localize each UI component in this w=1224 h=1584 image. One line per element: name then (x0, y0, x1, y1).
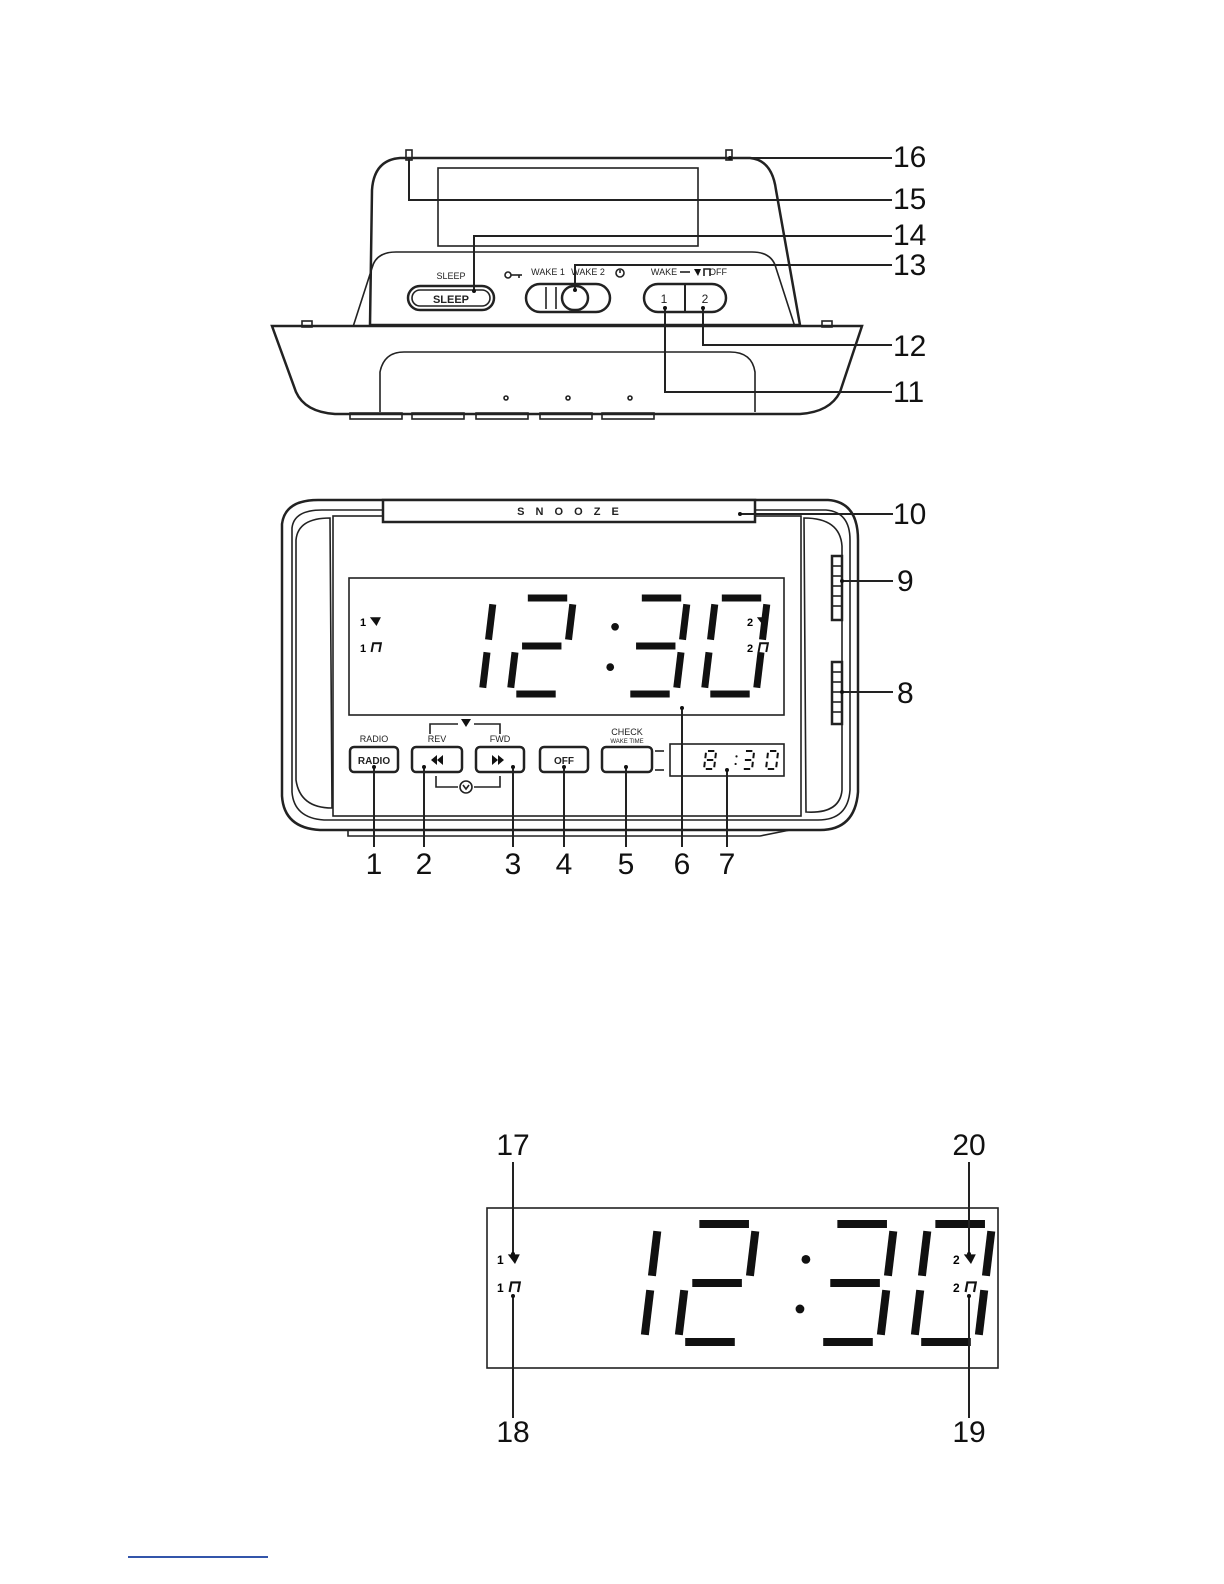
indicator-number: 2 (747, 643, 753, 655)
digit-segment (705, 753, 706, 758)
digit-segment (645, 1290, 650, 1335)
colon-dot (735, 763, 737, 765)
callout-4: 4 (556, 848, 573, 881)
music-note-icon (966, 1282, 976, 1292)
digit-segment (569, 604, 573, 639)
callout-6: 6 (674, 848, 691, 881)
callout-9: 9 (897, 565, 914, 598)
colon-dot (796, 1305, 805, 1314)
callout-18: 18 (496, 1416, 529, 1449)
volume-knob[interactable] (832, 556, 842, 620)
digit-segment (753, 753, 754, 758)
colon-dot (606, 663, 614, 671)
callout-16: 16 (893, 141, 926, 174)
digit-segment (704, 762, 705, 767)
digit-segment (767, 753, 768, 758)
callout-15: 15 (893, 183, 926, 216)
front-view-figure: S N O O Z E 1122 RADIO RADIO REV (282, 498, 926, 881)
digit-segment (679, 1290, 684, 1335)
indicator-number: 1 (497, 1281, 504, 1295)
digit-segment (483, 652, 487, 687)
bell-icon (508, 1254, 520, 1264)
digit-segment (683, 604, 687, 639)
radio-top-label: RADIO (360, 734, 389, 744)
sleep-top-label: SLEEP (436, 271, 465, 281)
digit-segment (714, 762, 715, 767)
detail-indicators: 1 1 2 2 (497, 1253, 976, 1295)
digit-segment (750, 1231, 755, 1276)
callout-8: 8 (897, 677, 914, 710)
callout-20: 20 (952, 1129, 985, 1162)
callout-5: 5 (618, 848, 635, 881)
digit-segment (915, 1290, 920, 1335)
digit-segment (711, 604, 715, 639)
wake-mode-label: WAKE (651, 267, 677, 277)
digit-segment (777, 753, 778, 758)
detail-time-digits (645, 1224, 991, 1342)
digit-segment (511, 652, 515, 687)
fwd-label: FWD (490, 734, 511, 744)
indicator-number: 2 (953, 1253, 960, 1267)
off-mode-label: OFF (709, 267, 727, 277)
digit-segment (979, 1290, 984, 1335)
digit-segment (752, 762, 753, 767)
detail-callout-lines (511, 1162, 971, 1418)
indicator-number: 2 (953, 1281, 960, 1295)
digit-segment (922, 1231, 927, 1276)
callout-3: 3 (505, 848, 522, 881)
indicator-number: 1 (497, 1253, 504, 1267)
digit-segment (986, 1231, 991, 1276)
digit-segment (766, 762, 767, 767)
callout-13: 13 (893, 249, 926, 282)
check-label: CHECK (611, 727, 643, 737)
wake-2-button[interactable]: 2 (702, 292, 709, 306)
wake-1-button[interactable]: 1 (661, 292, 668, 306)
rev-label: REV (428, 734, 447, 744)
digit-segment (757, 652, 761, 687)
callout-1: 1 (366, 848, 383, 881)
digit-segment (652, 1231, 657, 1276)
front-housing (282, 500, 858, 830)
callout-14: 14 (893, 219, 926, 252)
callout-7: 7 (719, 848, 736, 881)
wake1-label: WAKE 1 (531, 267, 565, 277)
colon-dot (735, 755, 737, 757)
wake2-label: WAKE 2 (571, 267, 605, 277)
indicator-number: 1 (360, 643, 366, 655)
digit-segment (715, 753, 716, 758)
callout-17: 17 (496, 1129, 529, 1162)
front-base (272, 326, 862, 414)
sleep-button-label: SLEEP (433, 294, 469, 306)
digit-segment (489, 604, 493, 639)
top-view-figure: SLEEP SLEEP WAKE 1 WAKE 2 WAKE OFF 1 2 (272, 141, 926, 419)
callout-11: 11 (893, 376, 924, 409)
callout-12: 12 (893, 330, 926, 363)
colon-dot (802, 1255, 811, 1264)
callout-10: 10 (893, 498, 926, 531)
digit-segment (881, 1290, 886, 1335)
digit-segment (776, 762, 777, 767)
footer-rule (128, 1556, 268, 1558)
bell-icon (964, 1254, 976, 1264)
wake-time-label: WAKE TIME (610, 739, 643, 745)
snooze-label: S N O O Z E (517, 506, 623, 518)
digit-segment (888, 1231, 893, 1276)
display-detail-figure: 1 1 2 2 17 18 19 20 (487, 1129, 998, 1449)
colon-dot (611, 623, 619, 631)
callout-19: 19 (952, 1416, 985, 1449)
callout-2: 2 (416, 848, 433, 881)
digit-segment (705, 652, 709, 687)
digit-segment (677, 652, 681, 687)
indicator-number: 2 (747, 617, 753, 629)
indicator-number: 1 (360, 617, 366, 629)
music-note-icon (510, 1282, 520, 1292)
